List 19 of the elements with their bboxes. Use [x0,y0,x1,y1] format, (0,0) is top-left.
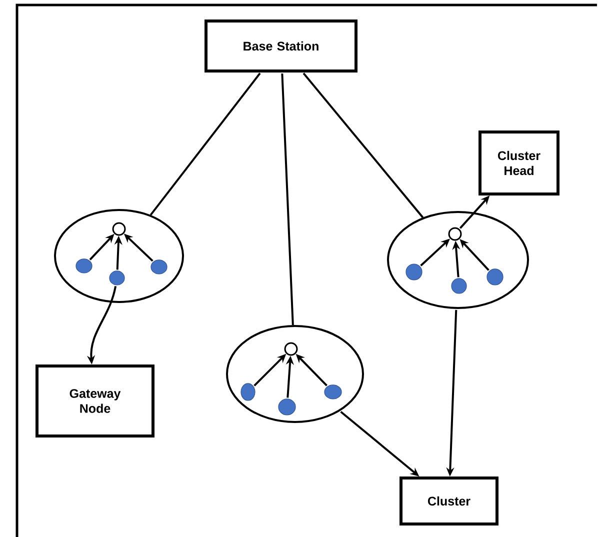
cluster-ellipse [387,210,529,309]
sensor-dot [76,258,92,274]
label-box: Gateway Node [36,364,154,438]
sensor-dot [109,270,125,286]
head-circle [448,227,462,241]
head-circle [112,222,126,236]
label-box: Cluster Head [478,130,560,196]
label-box: Cluster [400,476,498,526]
sensor-dot [486,268,504,286]
cluster-ellipse [54,208,184,303]
sensor-dot [278,398,296,416]
sensor-dot [150,260,168,274]
label-box: Base Station [204,20,358,72]
cluster-ellipse [226,325,364,423]
sensor-dot [324,384,342,400]
sensor-dot [240,383,256,401]
sensor-dot [451,278,467,294]
head-circle [284,342,298,356]
sensor-dot [406,264,422,280]
